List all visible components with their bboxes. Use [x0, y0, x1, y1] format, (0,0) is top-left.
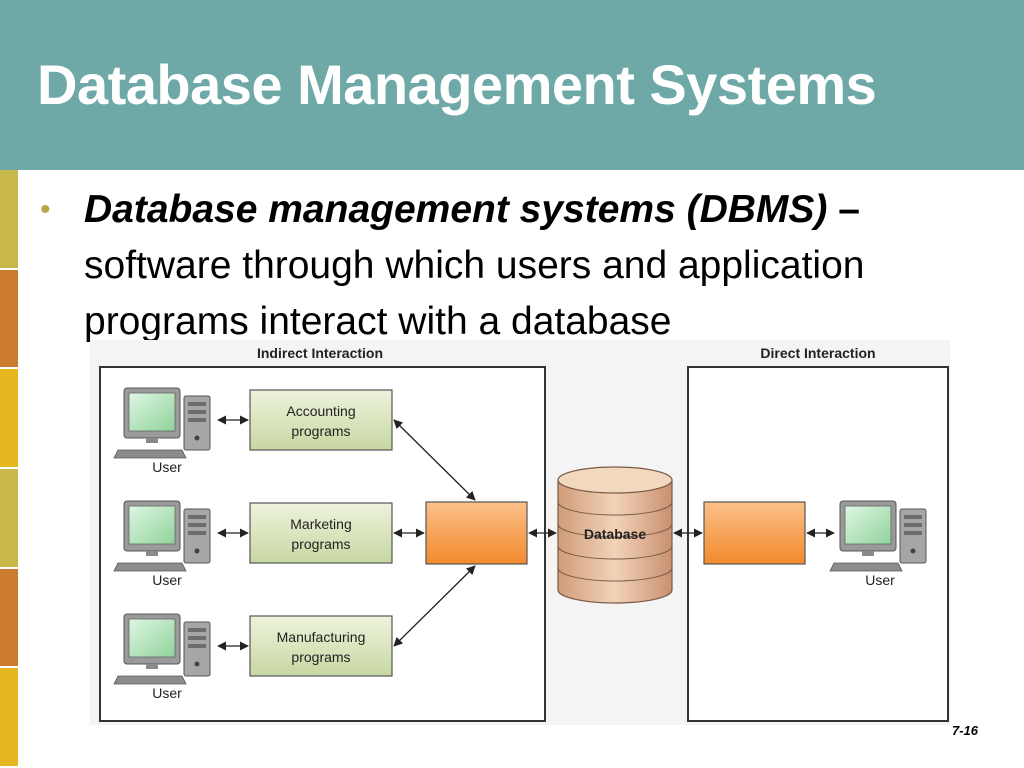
program-label: Accounting — [286, 403, 355, 419]
stripe-segment — [0, 369, 18, 470]
bullet-term: Database management systems (DBMS) — [84, 188, 828, 231]
arrow-connector — [393, 565, 476, 647]
bullet-dash: – — [838, 188, 860, 231]
page-number: 7-16 — [952, 723, 979, 738]
stripe-segment — [0, 170, 18, 270]
stripe-segment — [0, 568, 18, 669]
side-stripe — [0, 170, 18, 768]
accounting-programs-box — [249, 389, 393, 451]
database-label: Database — [584, 526, 646, 542]
manufacturing-programs-box — [249, 615, 393, 677]
dbms-diagram: Indirect Interaction Direct Interaction … — [90, 340, 950, 725]
program-label: Marketing — [290, 516, 351, 532]
stripe-segment — [0, 668, 18, 768]
slide-title: Database Management Systems — [37, 53, 877, 116]
stripe-segment — [0, 269, 18, 370]
bullet-body: software through which users and applica… — [84, 244, 865, 343]
marketing-programs-box — [249, 502, 393, 564]
program-label: programs — [291, 423, 350, 439]
title-bar: Database Management Systems — [0, 0, 1024, 170]
program-label: Manufacturing — [277, 629, 366, 645]
bullet-icon: • — [40, 193, 51, 226]
stripe-segment — [0, 469, 18, 569]
dbms-box — [703, 501, 806, 565]
dbms-box — [425, 501, 528, 565]
arrow-connector — [393, 419, 476, 501]
user-label: User — [152, 572, 182, 588]
user-label: User — [152, 685, 182, 701]
user-label: User — [865, 572, 895, 588]
indirect-interaction-label: Indirect Interaction — [257, 345, 383, 361]
user-label: User — [152, 459, 182, 475]
database-cylinder-icon — [557, 466, 673, 604]
program-label: programs — [291, 536, 350, 552]
bullet-definition: Database management systems (DBMS) – sof… — [84, 182, 1014, 350]
direct-interaction-label: Direct Interaction — [760, 345, 875, 361]
program-label: programs — [291, 649, 350, 665]
